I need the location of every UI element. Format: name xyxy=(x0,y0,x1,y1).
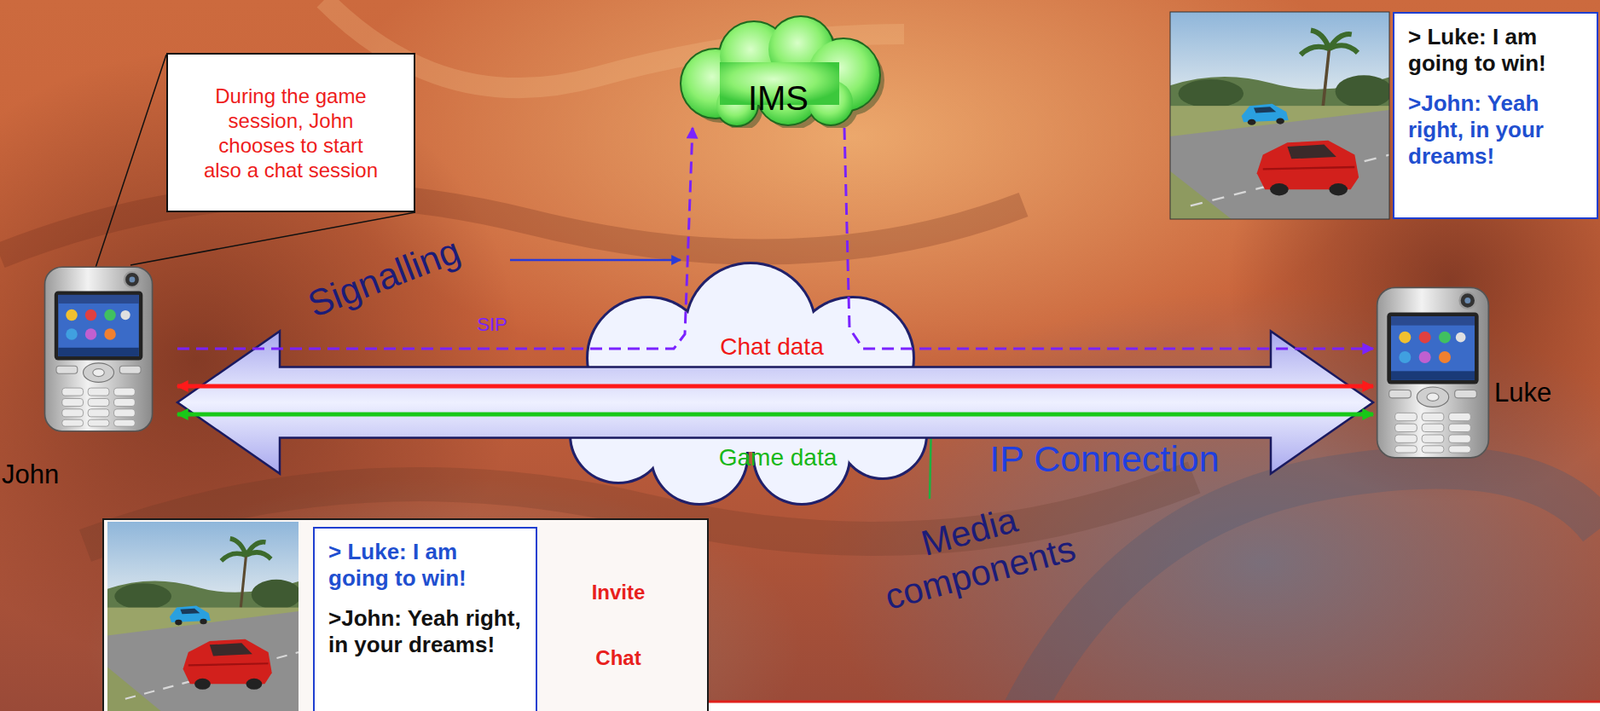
edge-label: SIP xyxy=(476,313,507,336)
media-label: Media components xyxy=(840,478,1110,627)
chat-window: > Luke: I am going to win! >John: Yeah ri… xyxy=(313,527,538,711)
chat-data-flow xyxy=(177,384,1374,389)
chat-window-text: > Luke: I am going to win! xyxy=(1408,23,1583,77)
phone-outline xyxy=(1373,285,1493,461)
game-screenshot xyxy=(1170,11,1393,220)
signalling-pointer xyxy=(510,259,681,262)
ims-cloud-text: IMS xyxy=(747,78,809,118)
game-panel: InviteChat > Luke: I am going to win! >Joh… xyxy=(102,518,709,711)
chat-window-text: > Luke: I am going to win! xyxy=(328,539,522,592)
game-panel-text: Invite xyxy=(567,579,670,606)
chat-window-text: >John: Yeah right, in your dreams! xyxy=(328,605,522,659)
phone: Luke xyxy=(1373,285,1493,461)
edge-label: Chat data xyxy=(719,333,824,361)
ims-cloud-shape xyxy=(681,17,885,131)
signalling-label: Signalling xyxy=(301,227,467,326)
edge-label: IP Connection xyxy=(989,438,1219,481)
ims-cloud: IMS xyxy=(668,15,888,128)
phone-outline xyxy=(40,265,178,434)
phone: John xyxy=(40,265,178,434)
callout-leader xyxy=(95,54,167,268)
callout-box-text: During the game session, John chooses to… xyxy=(198,83,383,183)
edge-label: Game data xyxy=(718,444,838,472)
game-data-flow xyxy=(177,412,1374,418)
phone-shape xyxy=(1377,287,1490,458)
callout-box: During the game session, John chooses to… xyxy=(166,52,416,213)
chat-window-text: >John: Yeah right, in your dreams! xyxy=(1408,90,1583,170)
chat-window: > Luke: I am going to win! >John: Yeah ri… xyxy=(1392,11,1599,220)
game-panel-text: Chat xyxy=(567,645,670,672)
sip-signal xyxy=(844,127,1374,349)
phone-shape xyxy=(45,266,153,431)
phone-text: John xyxy=(1,459,59,491)
phone-text: Luke xyxy=(1494,377,1552,409)
